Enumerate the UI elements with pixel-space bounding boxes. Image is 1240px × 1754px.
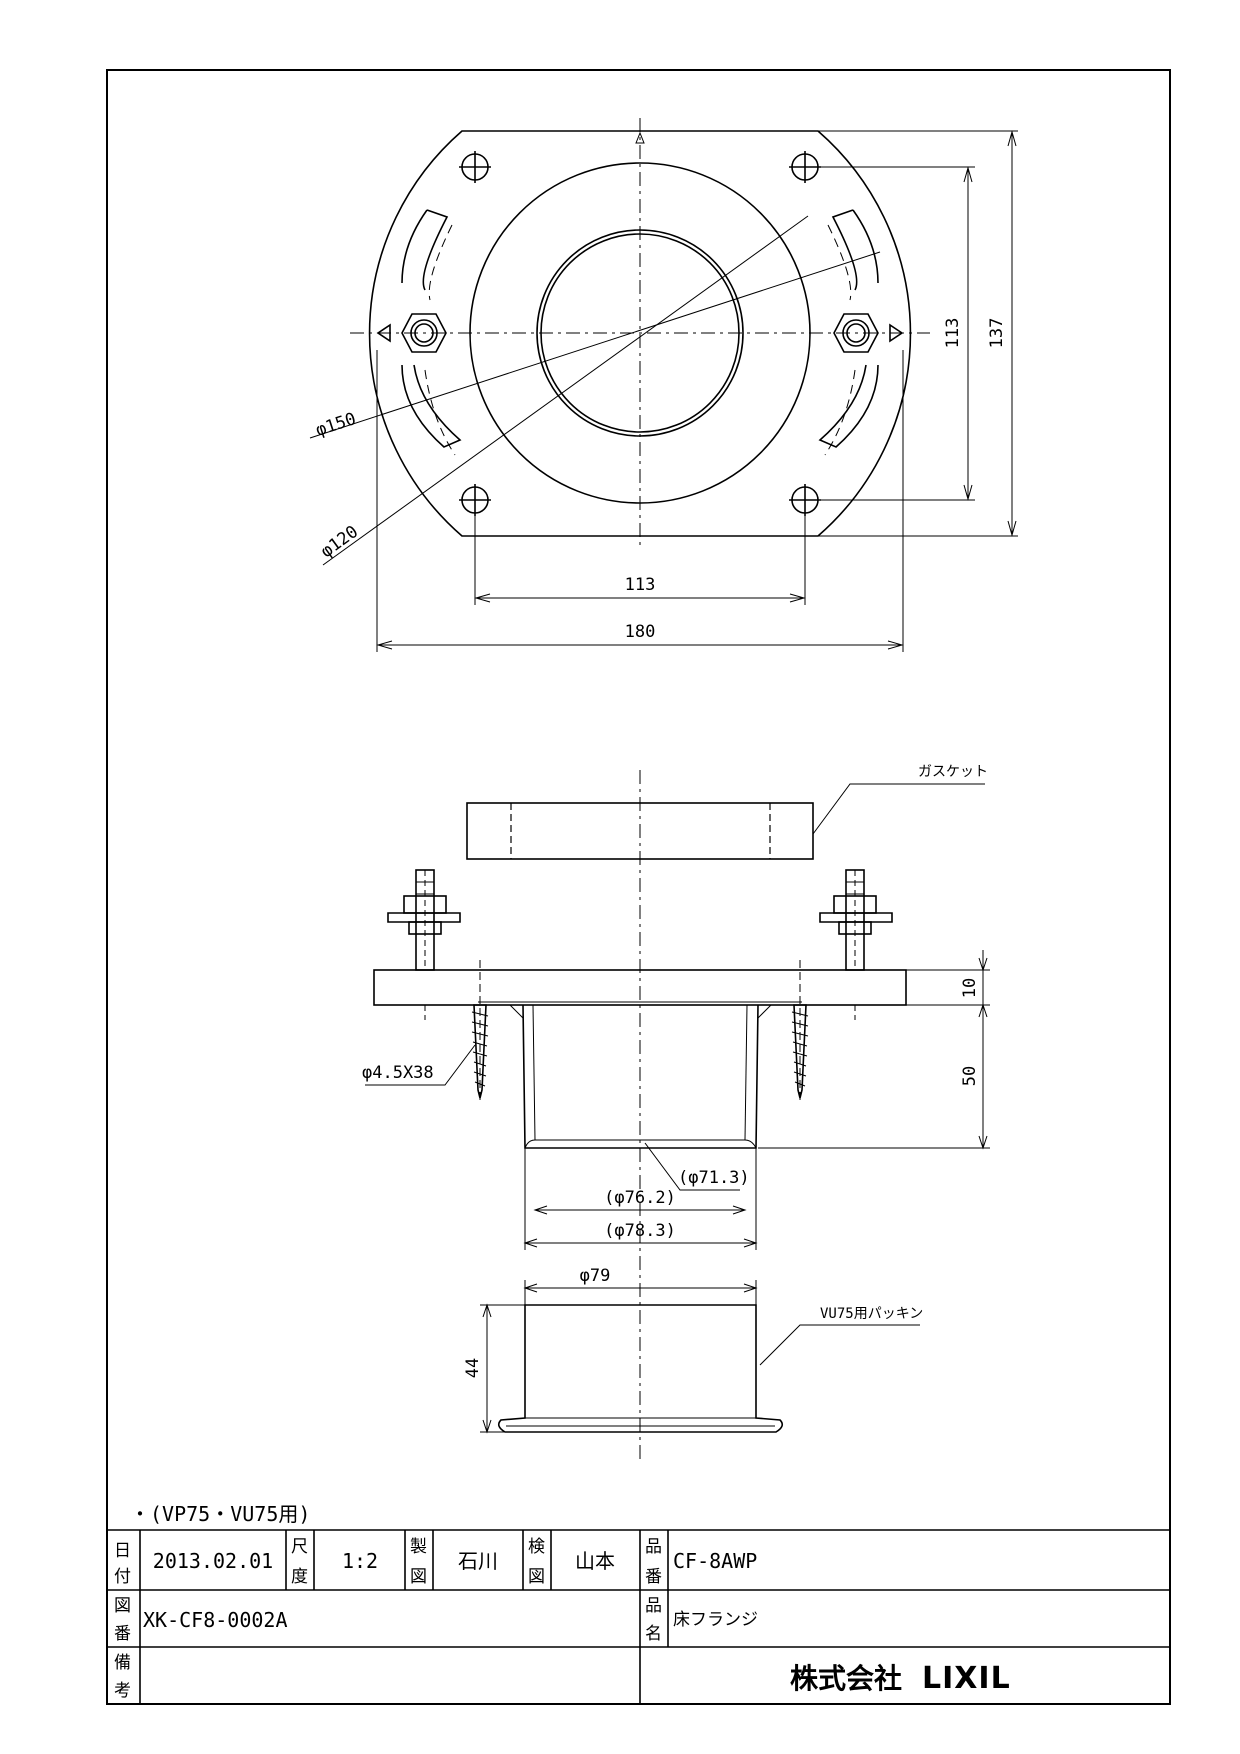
dim-137-vertical: 137 [987,318,1007,349]
company-name: 株式会社 [790,1662,902,1695]
remarks-label-2: 考 [114,1681,131,1701]
made-label-1: 製 [410,1537,427,1557]
title-block [107,1529,1170,1704]
brand-name: LIXIL [922,1661,1011,1696]
date-label-1: 日 [114,1541,131,1561]
dim-d79: φ79 [580,1266,611,1286]
slot-left-dashed [424,224,456,456]
remarks-label-1: 備 [114,1653,131,1673]
product-name-label-2: 名 [645,1624,662,1644]
side-view [365,770,990,1462]
screw-hole-top-left [459,151,491,183]
product-name-value: 床フランジ [673,1610,758,1630]
part-no-value: CF-8AWP [673,1549,757,1573]
check-label-1: 検 [528,1537,545,1557]
drawing-no-value: XK-CF8-0002A [143,1608,288,1632]
packing-label: VU75用パッキン [820,1306,923,1322]
dim-d150: φ150 [313,409,358,441]
slot-right-dashed [824,224,856,456]
scale-value: 1:2 [342,1549,378,1573]
pipe-body [522,1004,759,1149]
packing [497,1304,784,1433]
dim-d120: φ120 [317,522,362,562]
dim-d71: (φ71.3) [678,1168,750,1188]
made-by-value: 石川 [458,1549,498,1573]
top-view [309,118,1018,652]
check-label-2: 図 [528,1567,545,1587]
screw-leader [365,1044,476,1086]
scale-label-1: 尺 [291,1537,308,1557]
bolt-nut-left [376,313,447,353]
gasket [466,802,814,860]
drawing-frame [106,69,1171,1705]
gasket-label: ガスケット [918,764,988,780]
made-label-2: 図 [410,1567,427,1587]
part-no-label-1: 品 [645,1537,662,1557]
wood-screw-left [471,960,489,1100]
gasket-leader [812,783,985,835]
dim-50: 50 [960,1066,980,1086]
date-value: 2013.02.01 [153,1549,273,1573]
packing-leader [759,1324,920,1366]
product-name-label-1: 品 [645,1596,662,1616]
usage-note: ・(VP75・VU75用) [130,1502,310,1526]
leader-d120 [322,215,809,566]
dim-113-vertical: 113 [943,318,963,349]
date-label-2: 付 [114,1567,131,1587]
dim-180-horizontal: 180 [625,622,656,642]
flange-plate [373,969,907,1006]
dim-44: 44 [463,1358,483,1378]
checked-by-value: 山本 [575,1549,615,1573]
bolt-left [387,869,461,971]
leader-d71 [644,1142,740,1191]
dim-113-horizontal: 113 [625,575,656,595]
scale-label-2: 度 [291,1567,308,1587]
part-no-label-2: 番 [645,1567,662,1587]
screw-hole-top-right [789,151,821,183]
drawing-no-label-1: 図 [114,1596,131,1616]
leader-d150 [309,251,881,439]
drawing-no-label-2: 番 [114,1624,131,1644]
center-mark-top [635,131,645,144]
screw-hole-bottom-left [459,484,491,516]
dim-10: 10 [960,978,980,998]
dim-d76: (φ76.2) [604,1188,676,1208]
slot-left [401,209,462,448]
slot-right [818,209,879,448]
screw-hole-bottom-right [789,484,821,516]
bolt-nut-right [833,313,904,353]
screw-label: φ4.5X38 [362,1063,434,1083]
dim-d78: (φ78.3) [604,1221,676,1241]
wood-screw-right [791,960,809,1100]
bolt-right [819,869,893,971]
